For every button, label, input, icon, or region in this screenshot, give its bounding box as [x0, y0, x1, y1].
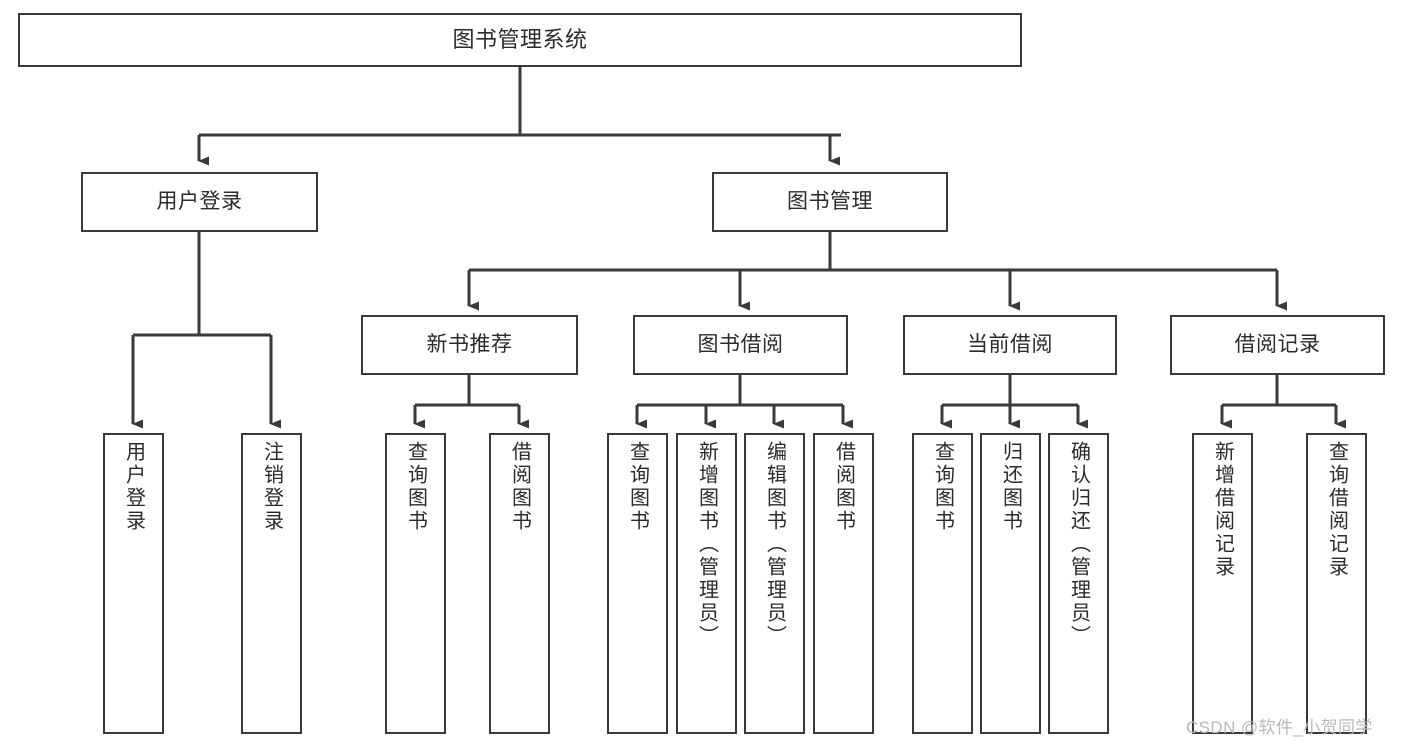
- node-current-borrow[interactable]: 当前借阅: [903, 315, 1117, 375]
- node-leaf-book-borrow-add[interactable]: 新增图书（管理员）: [676, 433, 737, 734]
- node-leaf-borrow-record-query[interactable]: 查询借阅记录: [1306, 433, 1367, 734]
- node-leaf-new-book-borrow-label: 借阅图书: [508, 441, 531, 533]
- node-leaf-new-book-query-label: 查询图书: [404, 441, 427, 533]
- csdn-watermark: CSDN @软件_小贺同学: [1186, 718, 1373, 737]
- node-leaf-book-borrow-query[interactable]: 查询图书: [607, 433, 668, 734]
- node-new-book-recommend[interactable]: 新书推荐: [361, 315, 578, 375]
- node-leaf-user-login-signout-label: 注销登录: [260, 441, 283, 533]
- node-book-management[interactable]: 图书管理: [712, 172, 948, 232]
- node-root-system-label: 图书管理系统: [452, 27, 588, 53]
- node-leaf-user-login-signin[interactable]: 用户登录: [103, 433, 164, 734]
- node-leaf-borrow-record-add-label: 新增借阅记录: [1211, 441, 1234, 579]
- node-leaf-user-login-signout[interactable]: 注销登录: [241, 433, 302, 734]
- node-leaf-current-borrow-query-label: 查询图书: [931, 441, 954, 533]
- node-leaf-current-borrow-query[interactable]: 查询图书: [912, 433, 973, 734]
- node-book-borrow-label: 图书借阅: [697, 332, 784, 356]
- node-current-borrow-label: 当前借阅: [967, 332, 1053, 356]
- node-leaf-borrow-record-query-label: 查询借阅记录: [1325, 441, 1348, 579]
- node-leaf-book-borrow-add-label: 新增图书（管理员）: [695, 441, 718, 648]
- node-borrow-record-label: 借阅记录: [1234, 332, 1321, 356]
- node-leaf-book-borrow-query-label: 查询图书: [626, 441, 649, 533]
- node-leaf-new-book-query[interactable]: 查询图书: [385, 433, 446, 734]
- node-leaf-current-borrow-confirm-label: 确认归还（管理员）: [1067, 441, 1090, 648]
- node-book-management-label: 图书管理: [787, 189, 873, 213]
- node-leaf-new-book-borrow[interactable]: 借阅图书: [489, 433, 550, 734]
- node-user-login-label: 用户登录: [156, 189, 243, 213]
- node-leaf-book-borrow-edit-label: 编辑图书（管理员）: [763, 441, 786, 648]
- node-leaf-book-borrow-edit[interactable]: 编辑图书（管理员）: [744, 433, 805, 734]
- node-leaf-current-borrow-confirm[interactable]: 确认归还（管理员）: [1048, 433, 1109, 734]
- node-borrow-record[interactable]: 借阅记录: [1170, 315, 1385, 375]
- node-leaf-borrow-record-add[interactable]: 新增借阅记录: [1192, 433, 1253, 734]
- node-book-borrow[interactable]: 图书借阅: [633, 315, 848, 375]
- node-user-login[interactable]: 用户登录: [81, 172, 318, 232]
- node-new-book-recommend-label: 新书推荐: [426, 332, 513, 356]
- node-root-system[interactable]: 图书管理系统: [18, 13, 1022, 67]
- node-leaf-current-borrow-return[interactable]: 归还图书: [980, 433, 1041, 734]
- node-leaf-current-borrow-return-label: 归还图书: [999, 441, 1022, 533]
- node-leaf-user-login-signin-label: 用户登录: [122, 441, 145, 533]
- node-leaf-book-borrow-borrow-label: 借阅图书: [832, 441, 855, 533]
- node-leaf-book-borrow-borrow[interactable]: 借阅图书: [813, 433, 874, 734]
